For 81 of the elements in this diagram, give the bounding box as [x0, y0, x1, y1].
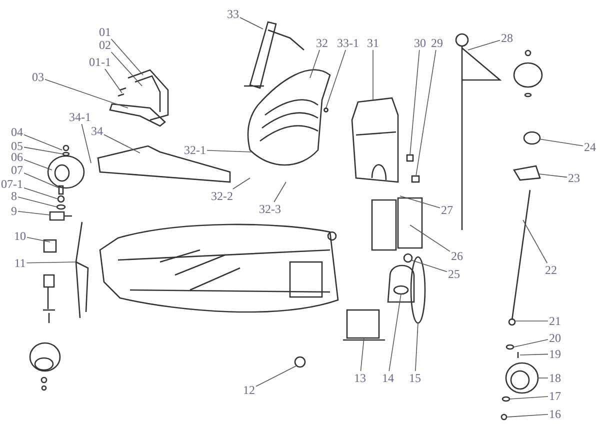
leader-line — [44, 79, 128, 108]
callout-number: 07 — [11, 164, 23, 176]
callout-number: 33 — [227, 8, 239, 20]
leader-line — [274, 182, 286, 202]
callout-number: 04 — [11, 126, 23, 138]
leader-line — [26, 262, 76, 264]
callout-number: 34-1 — [69, 111, 91, 123]
leader-line — [24, 146, 64, 154]
leader-line — [206, 150, 252, 152]
leader-line — [24, 159, 52, 170]
leader-line — [468, 40, 500, 50]
leader-line — [410, 50, 420, 156]
callout-number: 20 — [549, 332, 561, 344]
leader-line — [410, 224, 450, 252]
leader-line — [538, 138, 584, 146]
callout-number: 28 — [501, 32, 513, 44]
callout-number: 06 — [11, 151, 23, 163]
leader-line — [24, 188, 58, 200]
callout-number: 30 — [414, 37, 426, 49]
callout-number: 32-3 — [259, 203, 281, 215]
leader-line — [410, 260, 448, 272]
leader-line — [388, 294, 402, 372]
callout-number: 14 — [382, 372, 394, 384]
callout-number: 8 — [11, 190, 17, 202]
callout-number: 19 — [549, 348, 561, 360]
callout-number: 01-1 — [89, 56, 111, 68]
leader-line — [506, 414, 548, 418]
callout-number: 34 — [91, 125, 103, 137]
leader-line — [522, 220, 548, 264]
callout-number: 22 — [545, 264, 557, 276]
leader-line — [400, 196, 440, 208]
leader-line — [232, 178, 250, 190]
callout-number: 27 — [441, 204, 453, 216]
callout-number: 03 — [32, 71, 44, 83]
callout-number: 32-2 — [211, 190, 233, 202]
callout-number: 01 — [99, 26, 111, 38]
callout-number: 07-1 — [1, 178, 23, 190]
callout-number: 23 — [568, 172, 580, 184]
leader-line — [24, 172, 60, 188]
callout-number: 17 — [549, 390, 561, 402]
callout-number: 15 — [409, 372, 421, 384]
callout-number: 21 — [549, 315, 561, 327]
callout-number: 05 — [11, 140, 23, 152]
callout-number: 16 — [549, 408, 561, 420]
leader-line — [520, 354, 548, 356]
leader-line — [310, 50, 320, 78]
leader-line — [256, 366, 296, 387]
leader-line — [415, 322, 418, 372]
leader-line — [26, 237, 50, 242]
callout-number: 10 — [14, 230, 26, 242]
leader-line — [18, 196, 58, 208]
leader-line — [18, 211, 50, 216]
leader-line — [104, 68, 122, 94]
leader-line — [538, 174, 568, 178]
leader-line — [81, 124, 92, 164]
callout-number: 02 — [99, 39, 111, 51]
callout-number: 13 — [354, 372, 366, 384]
leader-line — [240, 17, 264, 30]
leader-line — [372, 50, 374, 100]
callout-number: 31 — [367, 37, 379, 49]
callout-number: 33-1 — [337, 37, 359, 49]
leader-line — [416, 50, 436, 176]
callout-number: 12 — [243, 384, 255, 396]
callout-number: 29 — [431, 37, 443, 49]
leader-line — [110, 52, 142, 86]
callout-number: 32 — [316, 37, 328, 49]
leader-line — [104, 134, 140, 154]
leader-line — [510, 396, 548, 400]
callout-number: 18 — [549, 372, 561, 384]
callout-number: 11 — [14, 257, 26, 269]
leader-line — [514, 320, 548, 322]
callout-number: 26 — [451, 250, 463, 262]
leader-line — [514, 339, 548, 348]
callout-number: 25 — [448, 268, 460, 280]
callout-number: 24 — [584, 141, 596, 153]
leader-line — [24, 134, 62, 150]
leader-line — [326, 50, 346, 108]
callout-number: 9 — [11, 205, 17, 217]
callout-number: 32-1 — [184, 144, 206, 156]
leader-line — [110, 38, 144, 76]
leader-line — [360, 338, 364, 372]
